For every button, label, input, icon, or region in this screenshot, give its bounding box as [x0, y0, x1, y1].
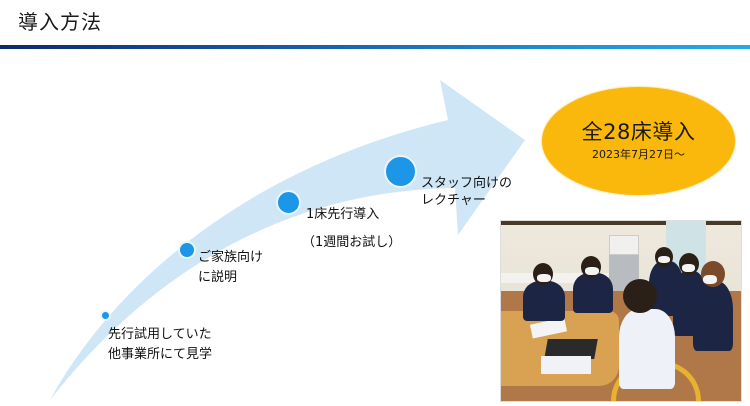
photo-microwave — [609, 235, 639, 255]
step-2-label-line2: に説明 — [198, 270, 238, 285]
goal-badge: 全28床導入 2023年7月27日～ — [542, 87, 735, 195]
photo-counter — [501, 273, 611, 283]
step-3-label: 1床先行導入 （1週間お試し） — [302, 205, 401, 253]
lecture-photo — [500, 220, 742, 402]
photo-person-mask — [585, 267, 599, 275]
step-1-label-line1: 先行試用していた — [108, 327, 212, 342]
photo-person-mask — [658, 256, 670, 263]
step-2-label: ご家族向け に説明 — [198, 248, 263, 288]
title-rule — [0, 45, 750, 49]
step-4-label-line2: レクチャー — [421, 193, 486, 208]
step-2-label-line1: ご家族向け — [198, 250, 264, 265]
goal-date-text: 2023年7月27日～ — [592, 148, 685, 161]
photo-paper — [541, 356, 591, 374]
photo-person — [573, 273, 613, 313]
photo-person — [693, 281, 733, 351]
photo-person-mask — [682, 264, 695, 272]
step-3-label-line2: （1週間お試し） — [302, 235, 402, 250]
photo-person — [523, 281, 565, 321]
photo-person-mask — [537, 274, 551, 282]
step-1-label-line2: 他事業所にて見学 — [108, 347, 213, 362]
step-2-dot-icon — [178, 241, 196, 259]
photo-presenter — [619, 309, 675, 389]
step-3-dot-icon — [276, 190, 301, 215]
step-4-label-line1: スタッフ向けの — [421, 176, 513, 191]
step-4-label: スタッフ向けの レクチャー — [421, 175, 512, 209]
photo-person-mask — [703, 275, 717, 284]
photo-presenter-head — [623, 279, 657, 313]
step-1-label: 先行試用していた 他事業所にて見学 — [108, 325, 212, 365]
goal-main-text: 全28床導入 — [581, 120, 696, 144]
step-3-label-line1: 1床先行導入 — [306, 207, 380, 222]
step-1-dot-icon — [100, 310, 111, 321]
step-4-dot-icon — [384, 155, 417, 188]
slide-title: 導入方法 — [18, 10, 102, 34]
